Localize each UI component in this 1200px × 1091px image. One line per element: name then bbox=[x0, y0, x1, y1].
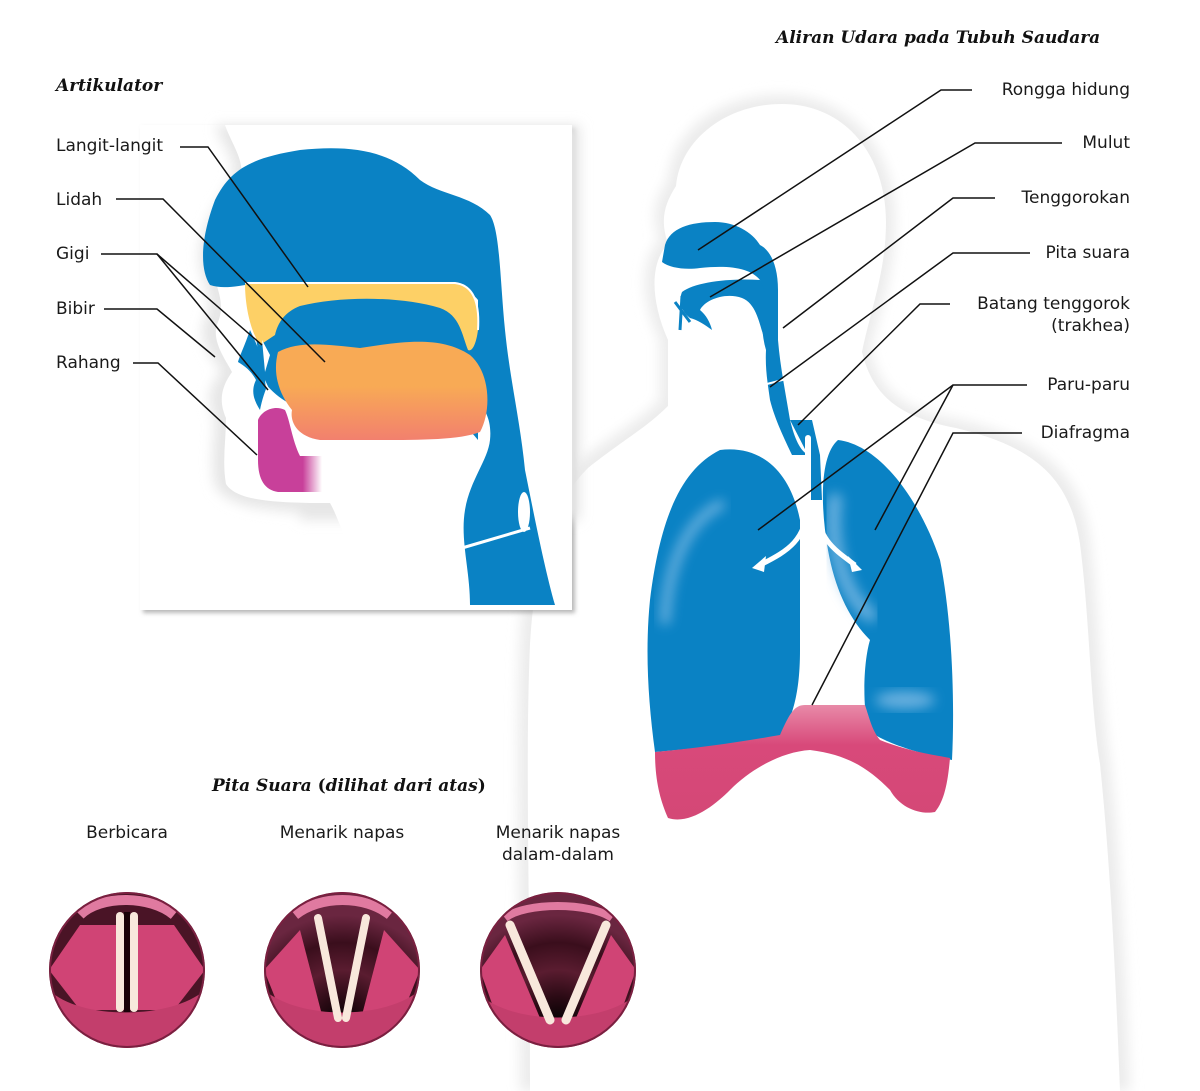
caption-menarik-napas-dalam: Menarik napas dalam-dalam bbox=[495, 823, 621, 865]
label-lidah: Lidah bbox=[56, 190, 103, 210]
vocal-cords-inhaling bbox=[264, 892, 420, 1048]
articulator-title: Artikulator bbox=[56, 76, 163, 96]
label-gigi: Gigi bbox=[56, 244, 90, 264]
airflow-leader-lines bbox=[697, 89, 1062, 706]
vocal-cords-deep-breath bbox=[480, 892, 636, 1048]
caption-menarik-napas: Menarik napas bbox=[279, 823, 405, 843]
label-tenggorokan: Tenggorokan bbox=[1021, 188, 1130, 208]
vocal-cords-title: Pita Suara (dilihat dari atas) bbox=[212, 776, 486, 796]
label-batang-tenggorok: Batang tenggorok (trakhea) bbox=[977, 294, 1130, 336]
airflow-title: Aliran Udara pada Tubuh Saudara bbox=[776, 28, 1101, 48]
vocal-cords-title-main: Pita Suara bbox=[212, 776, 312, 796]
vocal-cords-title-sub: dilihat dari atas bbox=[325, 776, 478, 796]
label-paru-paru: Paru-paru bbox=[1047, 375, 1130, 395]
vocal-cords-speaking bbox=[49, 892, 205, 1048]
airway-organs bbox=[647, 222, 954, 820]
label-diafragma: Diafragma bbox=[1040, 423, 1130, 443]
label-pita-suara: Pita suara bbox=[1045, 243, 1130, 263]
label-langit-langit: Langit-langit bbox=[56, 136, 164, 156]
label-bibir: Bibir bbox=[56, 299, 95, 319]
articulator-panel bbox=[140, 125, 580, 610]
caption-berbicara: Berbicara bbox=[86, 823, 168, 843]
body-silhouette bbox=[517, 95, 1130, 1091]
articulator-leader-lines bbox=[101, 146, 326, 456]
label-mulut: Mulut bbox=[1082, 133, 1130, 153]
label-rahang: Rahang bbox=[56, 353, 121, 373]
label-rongga-hidung: Rongga hidung bbox=[1001, 80, 1130, 100]
